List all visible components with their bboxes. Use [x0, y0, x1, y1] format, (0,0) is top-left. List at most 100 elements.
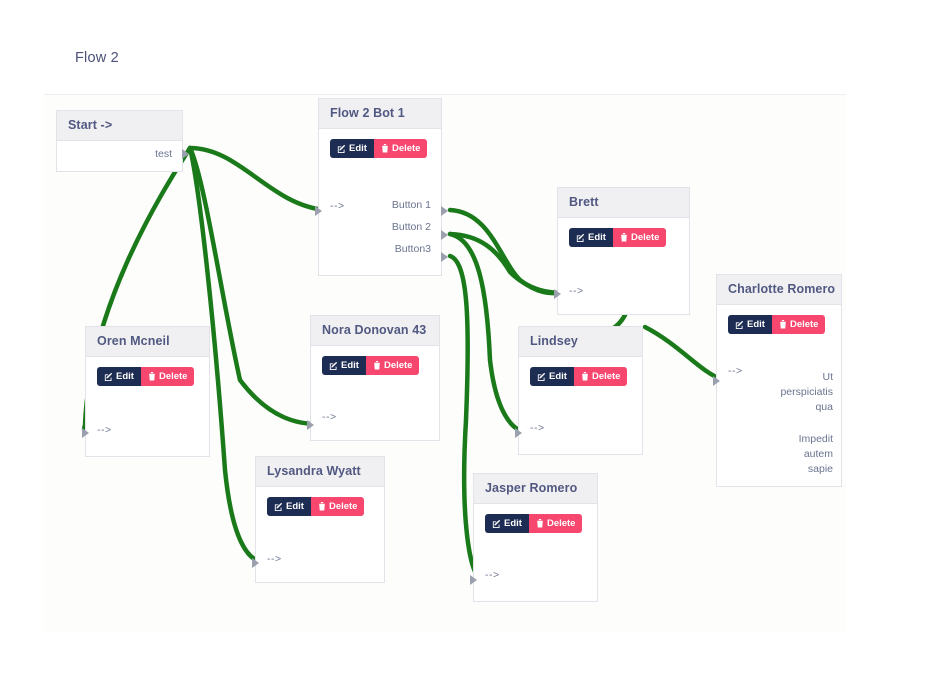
edit-icon — [735, 320, 744, 329]
delete-button[interactable]: Delete — [528, 514, 583, 533]
input-port-marker[interactable] — [470, 575, 477, 585]
node-body: Edit Delete --> Button 1 Button 2 Button… — [319, 129, 441, 274]
input-port-0[interactable]: --> — [728, 365, 743, 377]
node-lysandra-wyatt[interactable]: Lysandra Wyatt Edit Delete --> — [252, 456, 385, 583]
trash-icon — [318, 502, 326, 511]
output-port-button-1[interactable]: Button 1 — [391, 199, 431, 211]
edit-button[interactable]: Edit — [97, 367, 141, 386]
delete-button[interactable]: Delete — [365, 356, 420, 375]
input-ports: --> — [322, 409, 337, 425]
message-line: Impedit — [798, 433, 833, 445]
input-ports: --> — [728, 363, 743, 379]
trash-icon — [381, 144, 389, 153]
edit-button-label: Edit — [504, 518, 522, 529]
trash-icon — [581, 372, 589, 381]
trash-icon — [148, 372, 156, 381]
delete-button[interactable]: Delete — [573, 367, 628, 386]
node-actions: Edit Delete — [330, 139, 428, 158]
edit-button-label: Edit — [349, 143, 367, 154]
input-ports: --> — [485, 567, 500, 583]
node-actions: Edit Delete — [267, 497, 365, 516]
delete-button-label: Delete — [158, 371, 188, 382]
delete-button-label: Delete — [546, 518, 576, 529]
node-body: test — [57, 141, 182, 170]
output-port-test[interactable]: test — [155, 148, 172, 160]
node-body: Edit Delete --> — [311, 346, 439, 439]
input-port-0[interactable]: --> — [530, 422, 545, 434]
node-body: Edit Delete --> — [474, 504, 597, 600]
input-port-marker[interactable] — [554, 289, 561, 299]
node-oren-mcneil[interactable]: Oren Mcneil Edit Delete --> — [82, 326, 210, 457]
trash-icon — [779, 320, 787, 329]
edit-button-label: Edit — [116, 371, 134, 382]
message-line: autem — [803, 448, 833, 460]
input-port-marker[interactable] — [252, 558, 259, 568]
node-jasper-romero[interactable]: Jasper Romero Edit Delete --> — [470, 473, 598, 602]
message-line: qua — [815, 401, 833, 413]
node-title: Start -> — [57, 111, 182, 141]
output-port-marker-3[interactable] — [441, 252, 448, 262]
node-actions: Edit Delete — [530, 367, 628, 386]
node-flow-2-bot-1[interactable]: Flow 2 Bot 1 Edit Delete --> — [315, 98, 448, 276]
input-port-0[interactable]: --> — [267, 553, 282, 565]
node-charlotte-romero[interactable]: Charlotte Romero Edit Delete Ut — [713, 274, 842, 487]
edit-button[interactable]: Edit — [569, 228, 613, 247]
output-port-marker[interactable] — [182, 149, 189, 159]
delete-button-label: Delete — [391, 143, 421, 154]
node-title: Flow 2 Bot 1 — [319, 99, 441, 129]
node-title: Oren Mcneil — [86, 327, 209, 357]
delete-button[interactable]: Delete — [310, 497, 365, 516]
input-port-marker[interactable] — [307, 420, 314, 430]
trash-icon — [620, 233, 628, 242]
output-port-button-3[interactable]: Button3 — [394, 243, 431, 255]
edit-button[interactable]: Edit — [728, 315, 772, 334]
node-start[interactable]: Start -> test — [56, 110, 189, 172]
node-actions: Edit Delete — [569, 228, 667, 247]
trash-icon — [373, 361, 381, 370]
input-port-marker[interactable] — [315, 206, 322, 216]
input-ports: --> — [330, 198, 345, 214]
node-title: Lysandra Wyatt — [256, 457, 384, 487]
output-port-marker-2[interactable] — [441, 230, 448, 240]
edit-button[interactable]: Edit — [322, 356, 366, 375]
edit-button[interactable]: Edit — [330, 139, 374, 158]
delete-button-label: Delete — [789, 319, 819, 330]
message-paragraph-2: Impedit autem sapie — [799, 432, 833, 477]
node-body: Edit Delete --> — [558, 218, 689, 313]
node-body: Edit Delete --> — [256, 487, 384, 581]
page-header: Flow 2 — [44, 14, 846, 95]
delete-button[interactable]: Delete — [612, 228, 667, 247]
output-port-button-2[interactable]: Button 2 — [391, 221, 431, 233]
edit-button[interactable]: Edit — [485, 514, 529, 533]
input-port-0[interactable]: --> — [322, 411, 337, 423]
input-port-marker[interactable] — [82, 428, 89, 438]
node-title: Charlotte Romero — [717, 275, 841, 305]
input-port-0[interactable]: --> — [97, 424, 112, 436]
output-port-marker-1[interactable] — [441, 206, 448, 216]
input-ports: --> — [267, 551, 282, 567]
input-port-marker[interactable] — [713, 376, 720, 386]
edit-button-label: Edit — [747, 319, 765, 330]
delete-button[interactable]: Delete — [140, 367, 195, 386]
node-actions: Edit Delete — [485, 514, 583, 533]
node-body: Edit Delete --> — [86, 357, 209, 455]
node-title: Brett — [558, 188, 689, 218]
input-port-0[interactable]: --> — [485, 569, 500, 581]
node-brett[interactable]: Brett Edit Delete --> — [554, 187, 690, 315]
edit-button-label: Edit — [588, 232, 606, 243]
node-lindsey[interactable]: Lindsey Edit Delete --> — [515, 326, 643, 455]
node-actions: Edit Delete — [322, 356, 420, 375]
edit-button-label: Edit — [549, 371, 567, 382]
node-nora-donovan-43[interactable]: Nora Donovan 43 Edit Delete --> — [307, 315, 440, 441]
edit-button[interactable]: Edit — [530, 367, 574, 386]
delete-button[interactable]: Delete — [373, 139, 428, 158]
delete-button-label: Delete — [591, 371, 621, 382]
delete-button-label: Delete — [630, 232, 660, 243]
input-port-0[interactable]: --> — [569, 285, 584, 297]
delete-button[interactable]: Delete — [771, 315, 826, 334]
input-port-marker[interactable] — [515, 428, 522, 438]
page-title: Flow 2 — [75, 50, 119, 66]
edit-button[interactable]: Edit — [267, 497, 311, 516]
input-port-0[interactable]: --> — [330, 200, 345, 212]
message-paragraph-1: Ut perspiciatis qua — [780, 370, 833, 415]
